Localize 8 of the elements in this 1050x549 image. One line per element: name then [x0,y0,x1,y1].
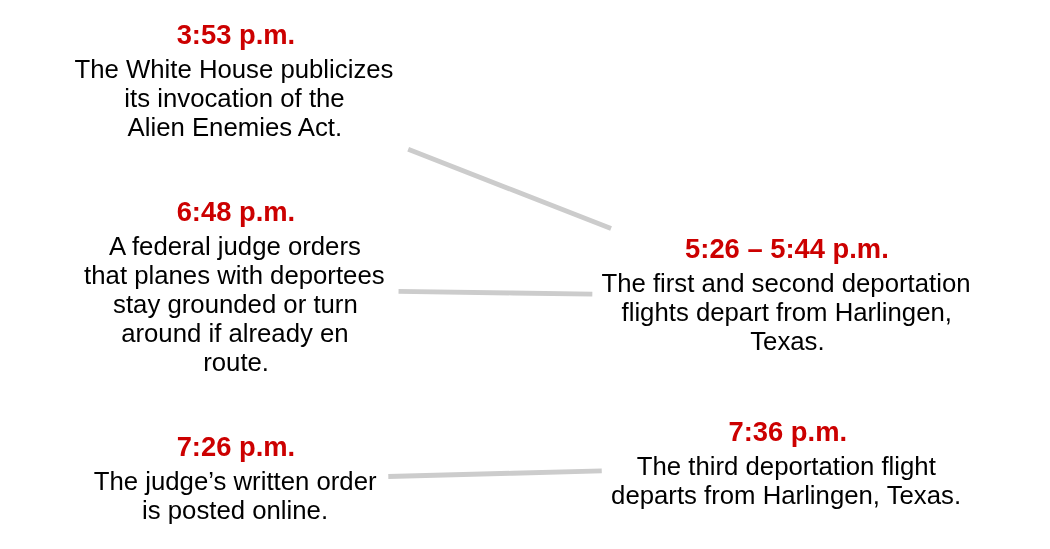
node-text: 3:53 p.m. The White House publicizes its invocation of the Alien Enemies Act. [74,18,394,141]
connector [388,468,602,479]
node-text: 7:26 p.m. The judge’s written order is posted online. [93,430,377,524]
node-text: 7:36 p.m. The third deportation flight departs from Harlingen, Texas. [611,416,962,510]
node-text: 6:48 p.m. A federal judge orders that planes with deportees stay grounded or turn around if already en route. [84,195,385,376]
connector [398,288,593,297]
connector [407,147,612,231]
node-text: 5:26 – 5:44 p.m. The first and second deportation flights depart from Harlingen, Texas. [601,232,971,355]
